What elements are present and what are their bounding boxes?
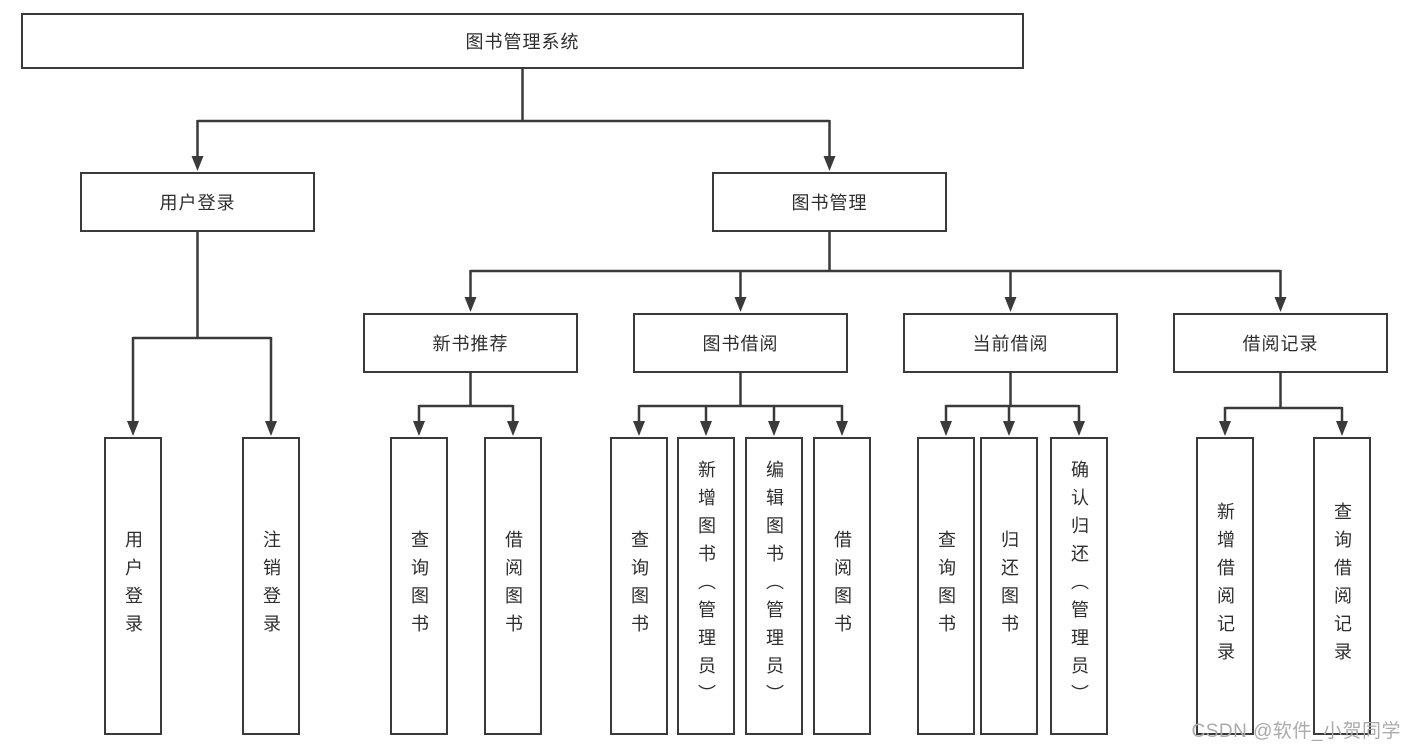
leaf-add-book-admin: 新增图书（管理员）	[677, 437, 735, 735]
node-user-login-label: 用户登录	[159, 193, 236, 213]
node-user-login: 用户登录	[80, 172, 315, 232]
leaf-query-borrow-record: 查询借阅记录	[1313, 437, 1371, 735]
node-current-borrow-label: 当前借阅	[972, 334, 1049, 354]
leaf-query-books-recommend: 查询图书	[390, 437, 448, 735]
leaf-query-books-borrow: 查询图书	[610, 437, 668, 735]
node-new-book-recommend-label: 新书推荐	[432, 334, 509, 354]
node-borrow-records: 借阅记录	[1173, 313, 1388, 373]
node-root: 图书管理系统	[21, 13, 1024, 69]
leaf-query-books-current: 查询图书	[917, 437, 975, 735]
leaf-borrow-books-recommend: 借阅图书	[484, 437, 542, 735]
node-root-label: 图书管理系统	[465, 32, 580, 52]
connector-root	[191, 69, 836, 171]
connector-user-login	[127, 232, 277, 436]
leaf-confirm-return-admin: 确认归还（管理员）	[1050, 437, 1108, 735]
leaf-logout: 注销登录	[242, 437, 300, 735]
leaf-return-book: 归还图书	[980, 437, 1038, 735]
node-current-borrow: 当前借阅	[903, 313, 1118, 373]
connector-current-borrow	[940, 373, 1085, 436]
leaf-user-login: 用户登录	[104, 437, 162, 735]
node-borrow-records-label: 借阅记录	[1242, 334, 1319, 354]
node-book-management-label: 图书管理	[791, 193, 868, 213]
node-book-management: 图书管理	[712, 172, 947, 232]
leaf-edit-book-admin: 编辑图书（管理员）	[745, 437, 803, 735]
node-book-borrow: 图书借阅	[633, 313, 848, 373]
node-book-borrow-label: 图书借阅	[702, 334, 779, 354]
connector-book-management	[464, 232, 1287, 312]
watermark-text: CSDN @软件_小贺同学	[1191, 721, 1401, 742]
connector-book-borrow	[633, 373, 848, 436]
leaf-add-borrow-record: 新增借阅记录	[1196, 437, 1254, 735]
node-new-book-recommend: 新书推荐	[363, 313, 578, 373]
connector-borrow-records	[1219, 373, 1348, 436]
leaf-borrow-books-borrow: 借阅图书	[813, 437, 871, 735]
connector-new-book-recommend	[413, 373, 519, 436]
